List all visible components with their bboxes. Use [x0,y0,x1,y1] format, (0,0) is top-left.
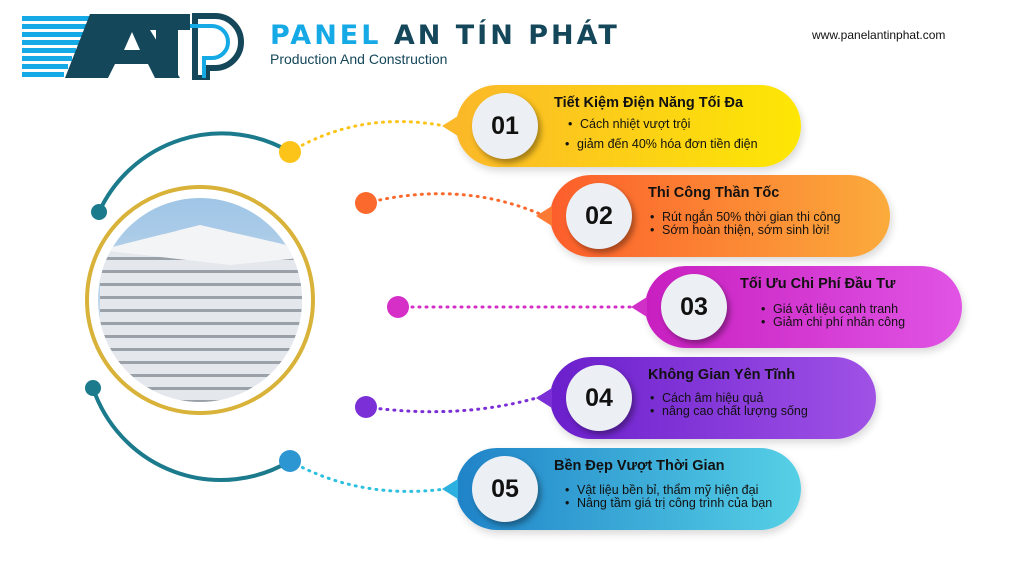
feature-bullet: nâng cao chất lượng sống [650,405,808,419]
teal-arc-top [97,131,292,213]
node-dot-1 [279,141,301,163]
feature-title: Tối Ưu Chi Phí Đầu Tư [740,276,896,292]
panel-photo [98,198,302,402]
feature-card-3: 03 Tối Ưu Chi Phí Đầu Tư Giá vật liệu cạ… [631,266,962,348]
feature-card-1: 01 Tiết Kiệm Điện Năng Tối Đa Cách nhiệt… [442,85,801,167]
feature-bullet: Giá vật liệu cạnh tranh [761,303,898,317]
feature-title: Bền Đẹp Vượt Thời Gian [554,458,725,474]
gold-ring [85,185,315,415]
feature-bullet: Nâng tầm giá trị công trình của bạn [565,497,787,511]
atp-logo [22,13,244,80]
feature-bullet: Vật liệu bền bỉ, thẩm mỹ hiện đại [565,484,758,498]
feature-bullet: Cách âm hiệu quả [650,392,764,406]
feature-number: 03 [661,274,727,340]
connector-4 [364,395,542,414]
feature-title: Không Gian Yên Tĩnh [648,367,796,383]
teal-dot [91,204,107,220]
feature-card-2: 02 Thi Công Thần Tốc Rút ngắn 50% thời g… [536,175,890,257]
node-dot-4 [355,396,377,418]
pointer [442,116,458,136]
node-dot-3 [387,296,409,318]
feature-number: 04 [566,365,632,431]
teal-arc-bottom [91,387,292,482]
website-link[interactable]: www.panelantinphat.com [812,28,946,42]
feature-card-5: 05 Bền Đẹp Vượt Thời Gian Vật liệu bền b… [442,448,801,530]
tagline: Production And Construction [270,51,448,67]
connector-1 [288,120,447,154]
feature-bullet: Giảm chi phí nhân công [761,316,905,330]
feature-title: Tiết Kiệm Điện Năng Tối Đa [554,95,744,111]
feature-bullet: Rút ngắn 50% thời gian thi công [650,211,841,225]
node-dot-5 [279,450,301,472]
feature-number: 05 [472,456,538,522]
pointer [631,297,647,317]
brand-part1: PANEL [270,20,382,51]
connector-2 [364,192,542,216]
feature-bullet: Cách nhiệt vượt trội [568,118,690,132]
pointer [536,388,552,408]
feature-bullet: giảm đến 40% hóa đơn tiền điện [565,138,758,152]
feature-bullet: Sớm hoàn thiện, sớm sinh lời! [650,224,830,238]
feature-number: 02 [566,183,632,249]
pointer [536,206,552,226]
brand-name: PANEL AN TÍN PHÁT [270,20,620,51]
brand-part2: AN TÍN PHÁT [393,20,620,51]
feature-number: 01 [472,93,538,159]
pointer [442,479,458,499]
node-dot-2 [355,192,377,214]
feature-card-4: 04 Không Gian Yên Tĩnh Cách âm hiệu quả … [536,357,876,439]
teal-dot [85,380,101,396]
connector-5 [288,459,447,493]
feature-title: Thi Công Thần Tốc [648,185,780,201]
